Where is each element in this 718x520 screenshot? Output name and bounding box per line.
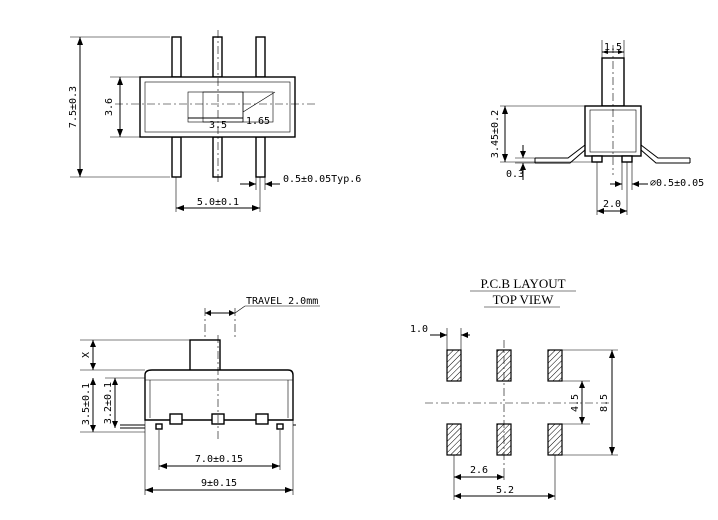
- pad-top-left: [446, 349, 462, 382]
- pad-bottom-left: [446, 423, 462, 456]
- pcb-title: P.C.B LAYOUT: [480, 276, 565, 291]
- dim-pad-pitch: 2.6: [470, 465, 488, 476]
- dim-row-gap: 4.5: [570, 394, 581, 412]
- body-inner-outline: [144, 81, 291, 133]
- pad-top-right: [547, 349, 563, 382]
- dim-height: 7.5±0.3: [68, 86, 79, 128]
- dim-height-1: 3.5±0.1: [81, 383, 92, 425]
- dim-pitch: 5.0±0.1: [197, 197, 239, 208]
- dim-x: X: [81, 352, 92, 358]
- pin-bottom-left: [171, 136, 182, 178]
- dim-travel: TRAVEL 2.0mm: [246, 296, 318, 307]
- bottom-side-view: TRAVEL 2.0mm X 3.5±0.1 3.2±0.1 7.0±0.15: [80, 296, 320, 495]
- switch-body-bottom: [144, 369, 294, 421]
- dim-height-2: 3.2±0.1: [103, 382, 114, 424]
- dim-pin-width: 0.5±0.05Typ.6: [283, 174, 361, 185]
- pin-top-mid: [212, 36, 223, 78]
- dim-pin-spacing: 2.0: [603, 199, 621, 210]
- dim-body-height: 3.6: [104, 98, 115, 116]
- dim-side-height: 3.45±0.2: [490, 110, 501, 158]
- dim-offset: 0.3: [506, 169, 524, 180]
- dim-actuator: 1.65: [246, 116, 270, 127]
- dim-inner-width: 7.0±0.15: [195, 454, 243, 465]
- pin-bottom-mid: [212, 136, 223, 178]
- dim-pin-diameter: ⌀0.5±0.05: [650, 178, 704, 189]
- pcb-subtitle: TOP VIEW: [493, 292, 555, 307]
- front-view: 7.5±0.3 3.6 3.5 1.65 0.5±0.05Typ.6 5.0±0…: [68, 30, 361, 212]
- dim-total-width: 9±0.15: [201, 478, 237, 489]
- dim-pcb-height: 8.5: [599, 394, 610, 412]
- dim-pcb-width: 5.2: [496, 485, 514, 496]
- pad-top-mid: [496, 349, 512, 382]
- pin-bottom-right: [255, 136, 266, 178]
- pin-top-left: [171, 36, 182, 78]
- pad-bottom-right: [547, 423, 563, 456]
- dim-actuator-width: 1.5: [604, 42, 622, 53]
- dim-pad-width: 1.0: [410, 324, 428, 335]
- actuator-bottom: [189, 339, 221, 376]
- dim-slot: 3.5: [209, 120, 227, 131]
- pcb-layout: P.C.B LAYOUT TOP VIEW 1.0 4.5: [410, 276, 618, 500]
- side-view: 1.5 3.45±0.2 0.3 2.0 ⌀0.5±0.05: [490, 40, 704, 215]
- switch-body-front: [139, 76, 296, 138]
- pin-top-right: [255, 36, 266, 78]
